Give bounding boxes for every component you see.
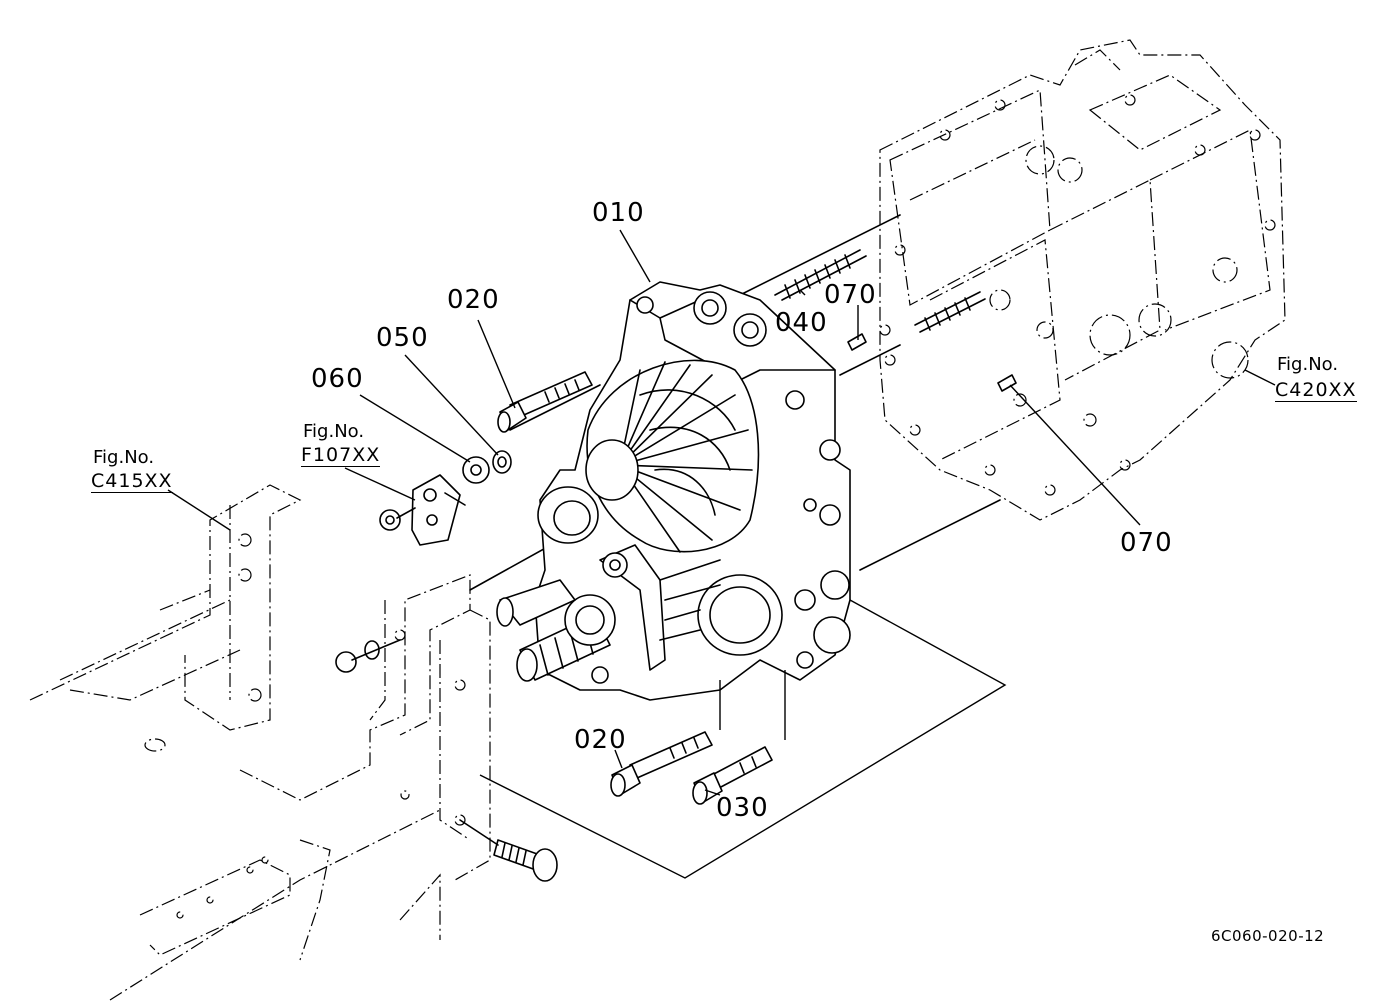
studs-040 — [774, 249, 986, 333]
dowel-pins-070 — [847, 333, 1017, 392]
figref-c420-prefix: Fig.No. — [1277, 354, 1339, 375]
figref-c420-code[interactable]: C420XX — [1275, 379, 1357, 402]
figref-f107-code[interactable]: F107XX — [301, 444, 381, 467]
callout-030: 030 — [716, 793, 769, 823]
figref-c415-prefix: Fig.No. — [93, 447, 155, 468]
callout-010: 010 — [592, 198, 645, 228]
drawing-code: 6C060-020-12 — [1211, 927, 1325, 945]
bracket-f107 — [379, 474, 466, 546]
bolt-020-bottom — [610, 731, 713, 797]
frame-lower-outline — [109, 574, 491, 1001]
bolt-020-top — [497, 371, 593, 433]
bolt-030 — [692, 746, 773, 805]
callout-070-right: 070 — [1120, 528, 1173, 558]
hst-unit-010 — [496, 281, 851, 701]
washer-050 — [492, 450, 512, 474]
callout-040: 040 — [775, 308, 828, 338]
figref-f107-prefix: Fig.No. — [303, 421, 365, 442]
nut-lower-frame — [335, 639, 401, 673]
transmission-case-c420-outline — [879, 39, 1286, 521]
leader-lines — [167, 229, 1276, 879]
frame-bolt — [459, 819, 558, 882]
callout-020-top: 020 — [447, 285, 500, 315]
alignment-lines — [469, 214, 1001, 591]
figref-c415-code[interactable]: C415XX — [91, 470, 173, 493]
callout-070-top: 070 — [824, 280, 877, 310]
nut-060 — [462, 456, 490, 484]
callout-050: 050 — [376, 323, 429, 353]
callout-020-bottom: 020 — [574, 725, 627, 755]
callout-060: 060 — [311, 364, 364, 394]
frame-c415-outline — [29, 484, 302, 752]
